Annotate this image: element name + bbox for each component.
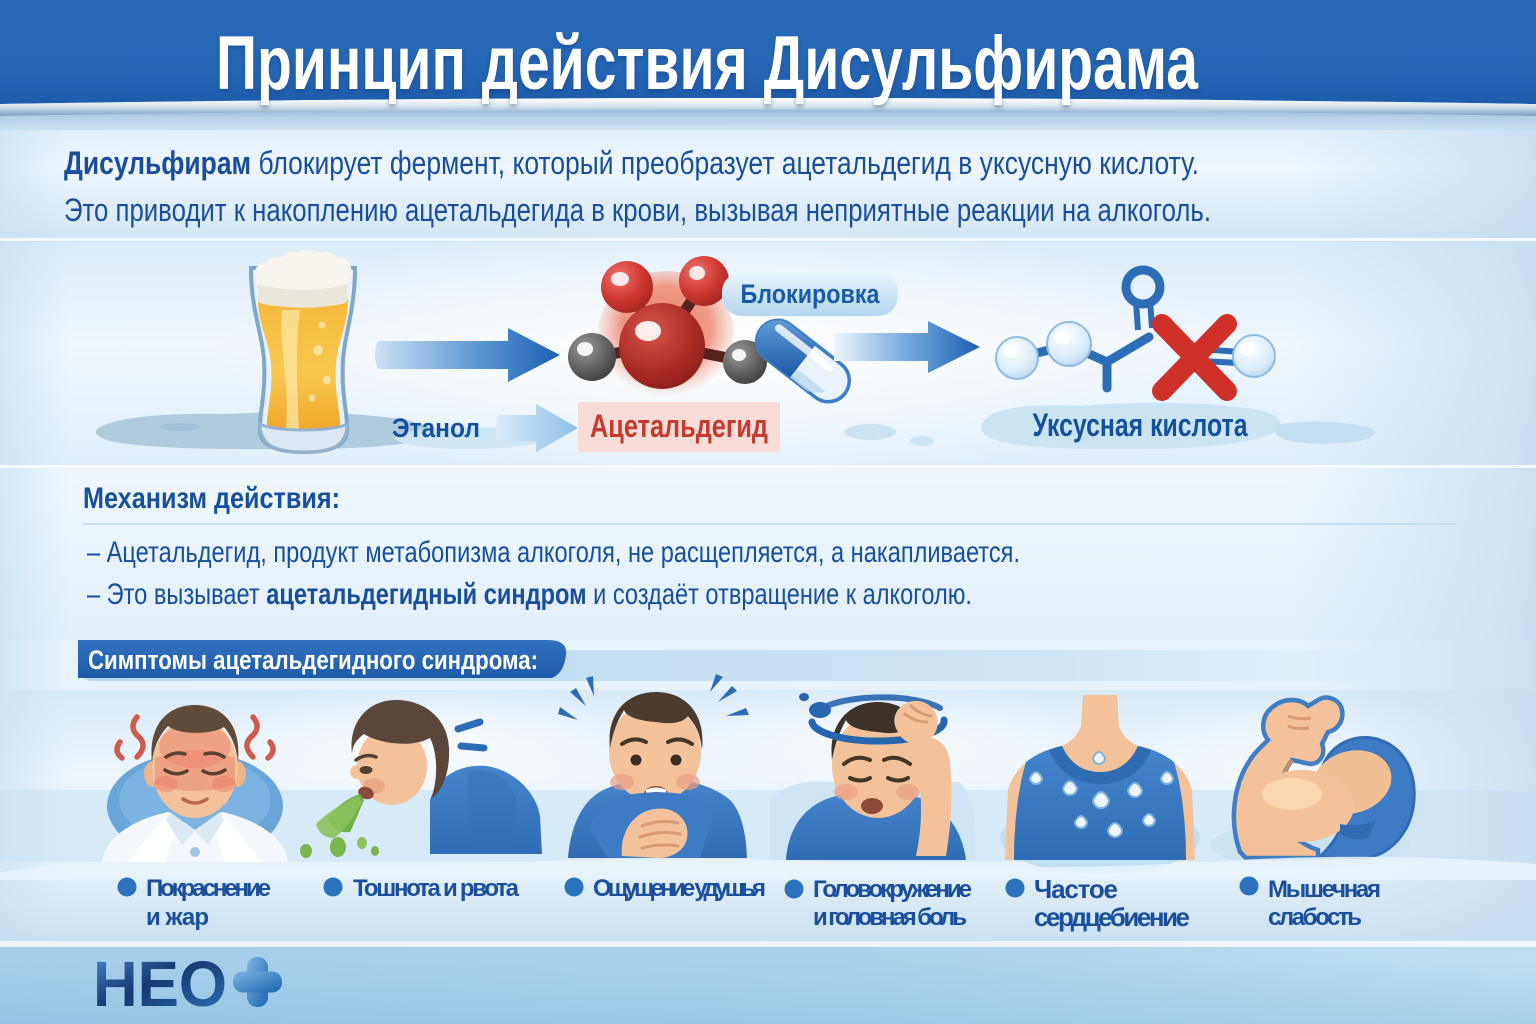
svg-text:Тошнота и рвота: Тошнота и рвота [353,875,520,902]
svg-text:Принцип действия Дисульфирама: Принцип действия Дисульфирама [216,21,1199,106]
svg-text:Блокировка: Блокировка [741,279,881,309]
svg-text:Частое: Частое [1034,874,1118,904]
svg-text:Дисульфирам блокирует фермент,: Дисульфирам блокирует фермент, который п… [64,145,1199,181]
svg-text:Ощущение удушья: Ощущение удушья [593,875,766,902]
svg-text:– Ацетальдегид, продукт метабо: – Ацетальдегид, продукт метабопизма алко… [87,536,1020,569]
svg-text:Головокружение: Головокружение [813,876,972,903]
svg-text:Это приводит к накоплению ацет: Это приводит к накоплению ацетальдегида … [64,192,1211,228]
svg-text:Покраснение: Покраснение [146,875,271,902]
svg-text:Этанол: Этанол [392,413,480,443]
svg-text:Уксусная кислота: Уксусная кислота [1033,407,1248,443]
svg-text:Симптомы ацетальдегидного синд: Симптомы ацетальдегидного синдрома: [88,645,538,675]
svg-text:– Это вызывает ацетальдегидный: – Это вызывает ацетальдегидный синдром и… [87,578,972,611]
svg-text:сердцебиение: сердцебиение [1034,902,1190,932]
svg-text:и жар: и жар [146,904,209,931]
svg-text:и головная боль: и головная боль [813,904,967,931]
svg-text:Мышечная: Мышечная [1268,876,1381,903]
svg-text:НЕО: НЕО [93,948,227,1020]
svg-text:Ацетальдегид: Ацетальдегид [590,408,768,444]
svg-text:Механизм действия:: Механизм действия: [83,482,340,515]
svg-text:слабость: слабость [1268,904,1362,931]
